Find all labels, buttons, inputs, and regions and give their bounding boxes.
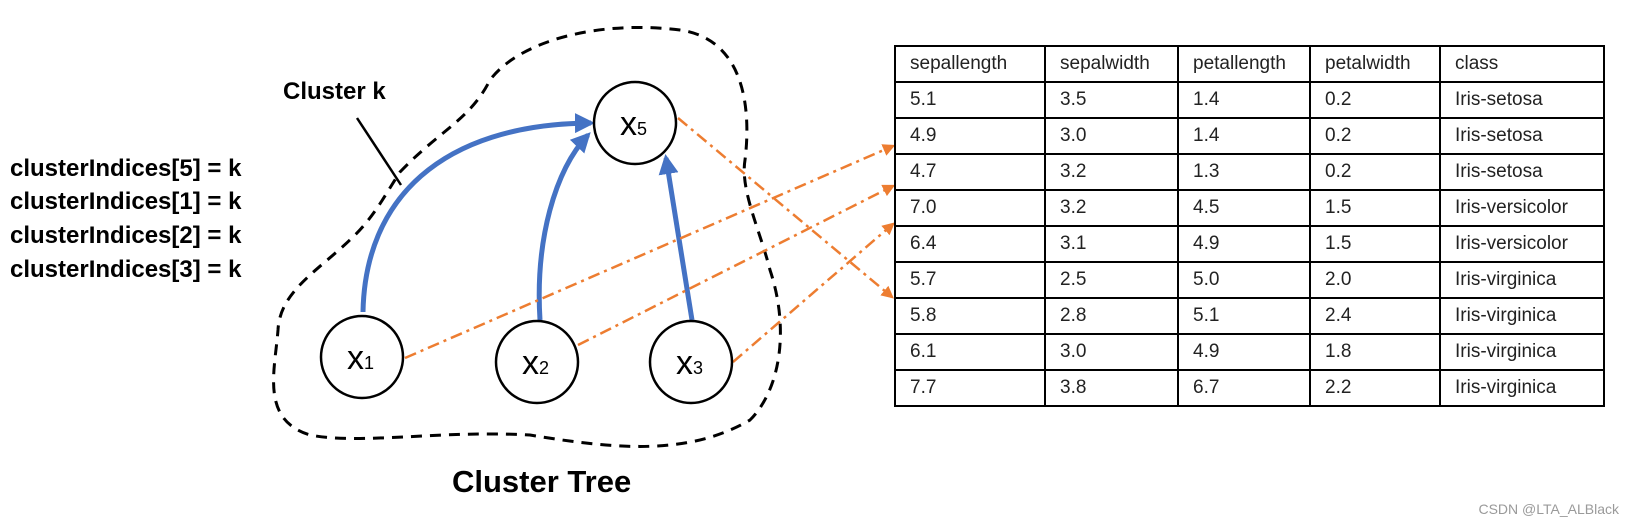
table-cell: 2.4 [1309, 297, 1441, 335]
table-cell: 1.4 [1177, 117, 1311, 155]
cluster-boundary [272, 26, 782, 448]
node-x2: x2 [494, 319, 580, 405]
tree-title: Cluster Tree [452, 464, 631, 499]
index-line-0: clusterIndices[5] = k [10, 155, 242, 182]
table-cell: 5.7 [894, 261, 1046, 299]
table-cell: 0.2 [1309, 117, 1441, 155]
table-cell: 4.9 [1177, 225, 1311, 263]
watermark: CSDN @LTA_ALBlack [1478, 501, 1619, 517]
table-cell: 3.5 [1044, 81, 1179, 119]
table-cell: 0.2 [1309, 81, 1441, 119]
table-cell: Iris-versicolor [1439, 225, 1605, 263]
table-cell: 2.0 [1309, 261, 1441, 299]
map-x2-row [577, 184, 896, 347]
node-x5-base: x [620, 105, 637, 143]
table-cell: Iris-virginica [1439, 261, 1605, 299]
node-x3: x3 [648, 319, 734, 405]
table-cell: 2.2 [1309, 369, 1441, 407]
table-cell: Iris-virginica [1439, 333, 1605, 371]
table-header-row: sepallength sepalwidth petallength petal… [894, 45, 1605, 83]
table-cell: 4.9 [1177, 333, 1311, 371]
table-cell: 1.3 [1177, 153, 1311, 191]
table-cell: Iris-setosa [1439, 117, 1605, 155]
table-cell: 3.1 [1044, 225, 1179, 263]
table-cell: 3.8 [1044, 369, 1179, 407]
header-cell: sepallength [894, 45, 1046, 83]
table-cell: 4.9 [894, 117, 1046, 155]
svg-text:x3: x3 [676, 344, 703, 382]
table-cell: 5.8 [894, 297, 1046, 335]
table-cell: 1.5 [1309, 225, 1441, 263]
table-cell: 5.1 [894, 81, 1046, 119]
node-x1-sub: 1 [364, 353, 374, 373]
index-line-2: clusterIndices[2] = k [10, 222, 242, 249]
index-line-3: clusterIndices[3] = k [10, 256, 242, 283]
table-cell: 3.0 [1044, 333, 1179, 371]
table-cell: 6.4 [894, 225, 1046, 263]
table-cell: 5.1 [1177, 297, 1311, 335]
node-x2-sub: 2 [539, 358, 549, 378]
map-x1-row [404, 144, 896, 360]
map-x5-row [677, 117, 894, 299]
table-cell: 1.8 [1309, 333, 1441, 371]
node-x5: x5 [592, 80, 678, 166]
index-line-1: clusterIndices[1] = k [10, 188, 242, 215]
table-cell: Iris-setosa [1439, 153, 1605, 191]
table-cell: 3.2 [1044, 153, 1179, 191]
table-cell: 0.2 [1309, 153, 1441, 191]
table-cell: 5.0 [1177, 261, 1311, 299]
table-cell: 4.5 [1177, 189, 1311, 227]
table-cell: 7.0 [894, 189, 1046, 227]
table-cell: 1.4 [1177, 81, 1311, 119]
header-cell: class [1439, 45, 1605, 83]
node-x1-base: x [347, 339, 364, 377]
edge-x2-x5 [536, 132, 591, 321]
node-x3-base: x [676, 344, 693, 382]
table-cell: Iris-versicolor [1439, 189, 1605, 227]
header-cell: petalwidth [1309, 45, 1441, 83]
node-x1: x1 [319, 314, 405, 400]
table-cell: Iris-virginica [1439, 369, 1605, 407]
edge-x1-x5 [360, 113, 595, 313]
table-cell: 1.5 [1309, 189, 1441, 227]
table-cell: 6.1 [894, 333, 1046, 371]
map-x3-row [732, 222, 895, 363]
svg-text:x1: x1 [347, 339, 374, 377]
table-cell: Iris-virginica [1439, 297, 1605, 335]
node-x2-base: x [522, 344, 539, 382]
table-cell: Iris-setosa [1439, 81, 1605, 119]
edge-x3-x5 [658, 154, 695, 321]
table-cell: 7.7 [894, 369, 1046, 407]
cluster-label-pointer [355, 117, 403, 186]
table-cell: 2.5 [1044, 261, 1179, 299]
table-cell: 2.8 [1044, 297, 1179, 335]
table-cell: 3.2 [1044, 189, 1179, 227]
cluster-label: Cluster k [283, 78, 386, 105]
table-cell: 3.0 [1044, 117, 1179, 155]
node-x5-sub: 5 [637, 119, 647, 139]
header-cell: sepalwidth [1044, 45, 1179, 83]
iris-table: sepallength sepalwidth petallength petal… [894, 45, 1605, 407]
table-cell: 6.7 [1177, 369, 1311, 407]
node-x3-sub: 3 [693, 358, 703, 378]
header-cell: petallength [1177, 45, 1311, 83]
table-cell: 4.7 [894, 153, 1046, 191]
svg-text:x5: x5 [620, 105, 647, 143]
svg-text:x2: x2 [522, 344, 549, 382]
